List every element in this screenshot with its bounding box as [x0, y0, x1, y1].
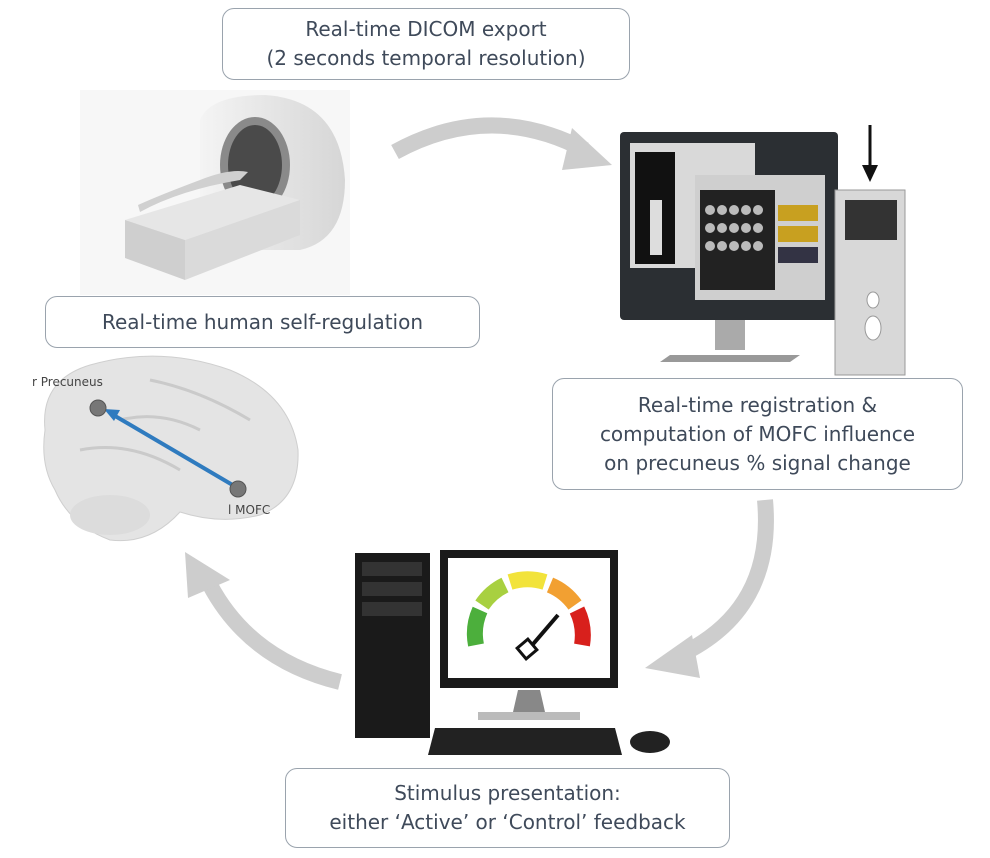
connectivity-arrow — [108, 411, 238, 489]
arrow-stimulus-to-brain — [185, 552, 342, 690]
registration-line2: computation of MOFC influence — [599, 421, 916, 446]
registration-line3: on precuneus % signal change — [604, 450, 911, 475]
feedback-computer-illustration — [355, 550, 670, 755]
mofc-node — [229, 480, 247, 498]
arrow-scanner-to-computer — [391, 117, 612, 170]
precuneus-node — [89, 399, 107, 417]
stimulus-box: Stimulus presentation: either ‘Active’ o… — [285, 768, 730, 848]
mofc-label: l MOFC — [228, 503, 271, 517]
dicom-export-line2: (2 seconds temporal resolution) — [266, 46, 586, 70]
feedback-gauge — [466, 571, 591, 661]
analysis-workstation-illustration — [620, 125, 906, 376]
self-regulation-line1: Real-time human self-regulation — [101, 309, 424, 334]
arrow-computer-to-stimulus — [645, 499, 774, 678]
brain-illustration — [43, 355, 299, 542]
stimulus-line1: Stimulus presentation: — [394, 781, 621, 805]
self-regulation-box: Real-time human self-regulation — [45, 296, 480, 348]
precuneus-label: r Precuneus — [32, 375, 103, 389]
mri-scanner-illustration — [80, 90, 350, 295]
dicom-export-line1: Real-time DICOM export — [305, 17, 547, 41]
dicom-export-box: Real-time DICOM export (2 seconds tempor… — [222, 8, 630, 80]
registration-line1: Real-time registration & — [637, 392, 878, 417]
stimulus-line2: either ‘Active’ or ‘Control’ feedback — [329, 810, 686, 834]
registration-box: Real-time registration & computation of … — [552, 378, 963, 490]
